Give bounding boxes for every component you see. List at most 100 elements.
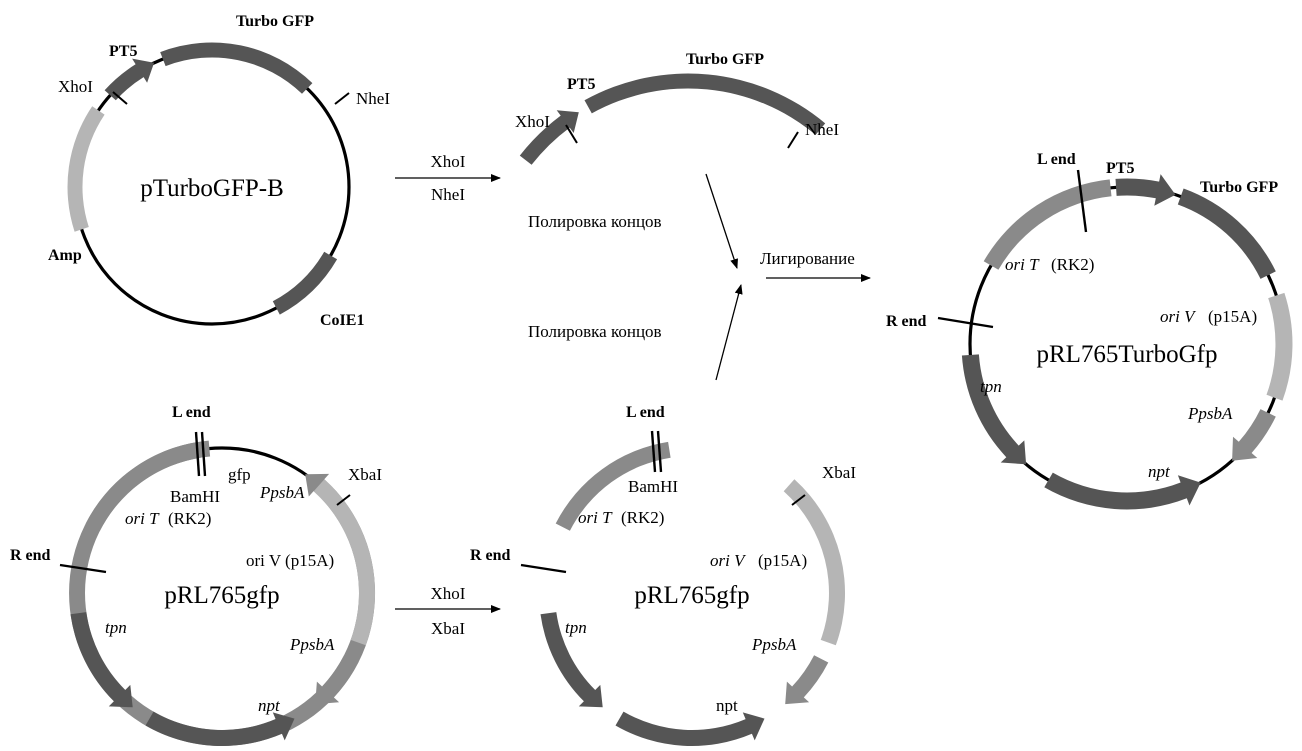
l-end-mark-1 xyxy=(194,431,201,477)
ori-v-segment xyxy=(1266,292,1293,401)
ori-t-label: ori T xyxy=(1005,255,1040,274)
fragment-xhoi-end xyxy=(565,124,578,144)
ppsba-label: PpsbA xyxy=(1187,404,1233,423)
fragment-pt5-arrow xyxy=(519,110,579,165)
r-end-mark xyxy=(520,563,567,574)
tpn-arrow xyxy=(961,354,1027,465)
ori-t-label: ori T xyxy=(578,508,613,527)
npt-arrow xyxy=(1044,472,1201,510)
r-end-label: R end xyxy=(886,313,927,330)
ppsba-label: PpsbA xyxy=(751,635,797,654)
digest-bottom-enzyme-2: XbaI xyxy=(431,619,465,638)
l-end-mark-1 xyxy=(650,430,657,473)
l-end-mark-2 xyxy=(200,431,207,477)
fragment-turbo-gfp-label: Turbo GFP xyxy=(686,51,764,68)
ori-v-segment xyxy=(783,479,846,646)
pt5-label: PT5 xyxy=(1106,160,1134,177)
plasmid-name: pTurboGFP-B xyxy=(140,175,284,202)
tpn-label: tpn xyxy=(980,377,1002,396)
polish-arrow-bottom xyxy=(715,284,743,381)
ori-v-note: (p15A) xyxy=(1208,307,1257,326)
ori-t-note: (RK2) xyxy=(168,509,211,528)
amp-segment xyxy=(67,106,105,232)
fragment-nhei-label: NheI xyxy=(805,120,839,139)
xbai-label: XbaI xyxy=(822,463,856,482)
turbo-gfp-label: Turbo GFP xyxy=(1200,179,1278,196)
npt-arrow xyxy=(615,711,765,747)
nhei-label: NheI xyxy=(356,89,390,108)
bamhi-label: BamHI xyxy=(628,477,678,496)
polish-arrow-top xyxy=(705,173,738,269)
ori-v-label: ori V xyxy=(710,551,747,570)
ppsba-top-label: PpsbA xyxy=(259,483,305,502)
digest-bottom-enzyme-1: XhoI xyxy=(431,584,466,603)
l-end-label: L end xyxy=(1037,151,1076,168)
turbo-gfp-label: Turbo GFP xyxy=(236,13,314,30)
ori-t-segment xyxy=(555,441,671,531)
xhoi-site-mark xyxy=(112,91,128,105)
ppsba-arrow xyxy=(785,655,829,705)
l-end-label: L end xyxy=(172,404,211,421)
ori-v-label: ori V xyxy=(1160,307,1197,326)
plasmid-name: pRL765gfp xyxy=(634,582,749,609)
tpn-label: tpn xyxy=(565,618,587,637)
pt5-arrow xyxy=(1115,174,1176,206)
cole1-label: CoIE1 xyxy=(320,312,364,329)
r-end-label: R end xyxy=(10,547,51,564)
fragment-xhoi-label: XhoI xyxy=(515,112,550,131)
process-steps: XhoI NheI Полировка концов Полировка кон… xyxy=(395,152,871,638)
pt5-arrow xyxy=(104,58,155,101)
ppsba-bottom-arrow xyxy=(315,655,359,705)
r-end-mark xyxy=(59,563,107,574)
xbai-site-mark xyxy=(336,494,351,506)
pt5-label: PT5 xyxy=(109,43,137,60)
ori-v-label: ori V (p15A) xyxy=(246,551,334,570)
npt-label: npt xyxy=(1148,462,1171,481)
plasmid-prl765turbogfp: pRL765TurboGfp L end PT5 Turbo GFP R end… xyxy=(886,151,1293,510)
xhoi-label: XhoI xyxy=(58,77,93,96)
ori-t-note: (RK2) xyxy=(1051,255,1094,274)
digest-top-enzyme-2: NheI xyxy=(431,185,465,204)
amp-label: Amp xyxy=(48,247,82,264)
turbo-gfp-segment xyxy=(1177,188,1276,279)
l-end-mark xyxy=(1076,169,1088,233)
ppsba-bottom-label: PpsbA xyxy=(289,635,335,654)
tpn-label: tpn xyxy=(105,618,127,637)
ori-t-note: (RK2) xyxy=(621,508,664,527)
bamhi-label: BamHI xyxy=(170,487,220,506)
ori-t-label: ori T xyxy=(125,509,160,528)
plasmid-name: pRL765TurboGfp xyxy=(1036,341,1217,368)
npt-arrow xyxy=(145,711,295,747)
r-end-label: R end xyxy=(470,547,511,564)
fragment-turbo-gfp-segment xyxy=(584,73,826,135)
ori-t-segment xyxy=(983,179,1112,270)
l-end-mark-2 xyxy=(656,430,663,473)
plasmid-prl765gfp-digested: pRL765gfp L end R end BamHI XbaI ori T (… xyxy=(470,404,856,747)
excised-fragment: Turbo GFP PT5 XhoI NheI xyxy=(515,51,839,165)
ori-t-segment xyxy=(85,441,201,531)
plasmid-pturbogfp-b: pTurboGFP-B Turbo GFP PT5 XhoI NheI Amp … xyxy=(48,13,390,329)
cole1-segment xyxy=(272,251,338,315)
ppsba-arrow xyxy=(1232,409,1276,461)
fragment-pt5-label: PT5 xyxy=(567,76,595,93)
plasmid-prl765gfp-original: pRL765gfp L end R end gfp BamHI PpsbA Xb… xyxy=(10,404,382,747)
npt-label: npt xyxy=(258,696,281,715)
ori-v-segment xyxy=(313,479,376,646)
nhei-site-mark xyxy=(334,92,350,105)
l-end-label: L end xyxy=(626,404,665,421)
r-end-mark xyxy=(937,316,994,329)
npt-label: npt xyxy=(716,696,738,715)
polish-bottom-label: Полировка концов xyxy=(528,322,662,341)
ori-v-note: (p15A) xyxy=(758,551,807,570)
plasmid-name: pRL765gfp xyxy=(164,582,279,609)
ligation-label: Лигирование xyxy=(760,249,855,268)
tpn-arrow xyxy=(540,612,603,708)
digest-top-enzyme-1: XhoI xyxy=(431,152,466,171)
turbo-gfp-segment xyxy=(160,42,313,94)
polish-top-label: Полировка концов xyxy=(528,212,662,231)
fragment-nhei-end xyxy=(787,131,799,149)
xbai-site-mark xyxy=(791,494,806,506)
tpn-arrow xyxy=(70,612,133,708)
xbai-label: XbaI xyxy=(348,465,382,484)
